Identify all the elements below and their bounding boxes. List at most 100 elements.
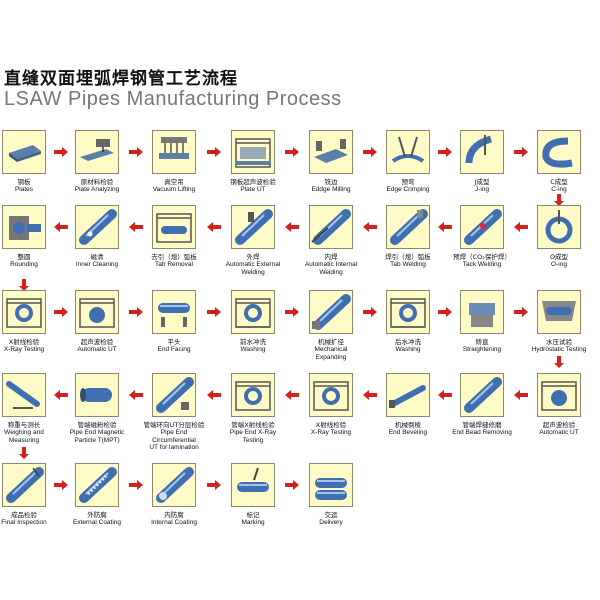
flow-arrow <box>285 390 299 400</box>
step-illustration <box>309 205 353 249</box>
step-label-en-line: End Beveling <box>388 429 428 436</box>
step-label-en-line: Delivery <box>319 519 343 526</box>
step-label-en: Marking <box>231 519 275 527</box>
step-illustration <box>75 290 119 334</box>
step-label-cn: X射线检验 <box>8 338 40 346</box>
step-label-en: Rounding <box>2 261 46 269</box>
washing-icon <box>235 298 271 328</box>
step-label-en-line: Plates <box>14 186 34 193</box>
step-label-en: Plate UT <box>231 186 275 194</box>
step-label-en: Tab Welding <box>386 261 430 269</box>
internal-coating-icon <box>156 467 194 503</box>
step-label-en-line: Internal Coating <box>151 519 197 526</box>
step-illustration <box>231 290 275 334</box>
step-illustration <box>75 373 119 417</box>
c-forming-icon <box>542 137 573 168</box>
bead-removing-icon <box>464 377 502 413</box>
step-illustration <box>460 373 504 417</box>
step-label-cn: 钢板超声波检验 <box>230 178 276 186</box>
step-label-en-line: Rounding <box>10 261 38 268</box>
step-label-en: X-Ray Testing <box>2 346 46 354</box>
step-label-en-line: Plate Analyzing <box>74 186 120 193</box>
step-label-cn: 铣边 <box>324 178 338 186</box>
flow-arrow <box>362 307 377 317</box>
flow-arrow <box>53 147 68 157</box>
plate-stack-icon <box>9 145 41 162</box>
step-label-en-line: UT for lamination <box>149 444 199 451</box>
step-label-en-line: External Coating <box>72 519 122 526</box>
step-label-en: Internal Coating <box>151 519 197 527</box>
flow-arrow <box>19 447 29 459</box>
flow-arrow <box>53 222 68 232</box>
step-label-cn: 焊引（熄）弧板 <box>385 253 431 261</box>
step-label-en-line: Mechanical <box>314 346 348 353</box>
flow-arrow <box>438 147 452 157</box>
step-label-cn: 超声波检验 <box>542 421 576 429</box>
step-illustration <box>309 130 353 174</box>
step-label-cn: 原材料检验 <box>80 178 114 186</box>
step-illustration <box>386 130 430 174</box>
flow-arrow <box>53 480 68 490</box>
step-label-en: Vacuum Lifting <box>152 186 196 194</box>
step-label-en-line: Plate UT <box>240 186 266 193</box>
flow-arrow <box>206 480 221 490</box>
step-label-en-line: Vacuum Lifting <box>152 186 196 193</box>
step-illustration <box>386 205 430 249</box>
flow-arrow <box>438 390 452 400</box>
edge-crimping-icon <box>391 136 425 163</box>
step-illustration <box>152 290 196 334</box>
step-illustration <box>75 205 119 249</box>
step-label-en-line: Washing <box>395 346 421 353</box>
step-illustration <box>152 205 196 249</box>
flow-arrow <box>438 307 452 317</box>
step-label-en: C-ing <box>537 186 581 194</box>
step-label-en: Delivery <box>309 519 353 527</box>
weighing-icon <box>6 381 40 409</box>
step-label-en: Plate Analyzing <box>75 186 119 194</box>
step-label-en: Automatic UT <box>75 346 119 354</box>
circumferential-ut-icon <box>156 377 194 413</box>
step-label-en-line: O-ing <box>551 261 567 268</box>
ultrasonic-test-icon <box>541 381 577 411</box>
step-illustration <box>152 463 196 507</box>
step-illustration <box>152 373 196 417</box>
step-illustration <box>386 290 430 334</box>
external-welding-icon <box>235 209 273 245</box>
tack-welding-icon <box>464 209 502 245</box>
flow-arrow <box>206 147 221 157</box>
step-label-en-line: Circumferential <box>152 436 196 444</box>
step-label-cn: J成型 <box>474 178 490 186</box>
step-label-cn: 磁清 <box>90 253 104 261</box>
step-label-en-line: Tab Welding <box>390 261 426 268</box>
step-label-en-line: Testing <box>242 436 264 444</box>
step-label-cn: 超声波检验 <box>80 338 114 346</box>
step-illustration <box>75 130 119 174</box>
step-label-en-line: Automatic External <box>225 261 281 268</box>
step-label-en: Automatic UT <box>537 429 581 437</box>
step-illustration <box>309 373 353 417</box>
step-label-en: Plates <box>2 186 46 194</box>
step-illustration <box>460 130 504 174</box>
step-label-en-line: Automatic UT <box>539 429 579 436</box>
flow-arrow <box>285 147 299 157</box>
step-label-en: Hydrostatic Testing <box>532 346 587 354</box>
step-illustration <box>537 130 581 174</box>
step-label-cn: 管端X射线检验 <box>231 421 275 429</box>
step-label-en-line: Inner Cleaning <box>75 261 119 268</box>
step-label-cn: 去引（熄）弧板 <box>151 253 197 261</box>
title-english: LSAW Pipes Manufacturing Process <box>4 88 342 110</box>
step-label-en: Tack Welding <box>460 261 504 269</box>
step-label-en-line: End Bead Removing <box>452 429 512 436</box>
step-label-en: End Facing <box>152 346 196 354</box>
internal-welding-icon <box>311 209 351 245</box>
step-label-cn: 管端环向UT分层检验 <box>143 421 205 429</box>
tab-removal-icon <box>156 213 192 243</box>
step-label-cn: C成型 <box>550 178 568 186</box>
step-label-cn: 管端焊缝修磨 <box>462 421 502 429</box>
step-label-cn: 称重与测长 <box>7 421 41 429</box>
tab-welding-icon <box>390 209 428 245</box>
